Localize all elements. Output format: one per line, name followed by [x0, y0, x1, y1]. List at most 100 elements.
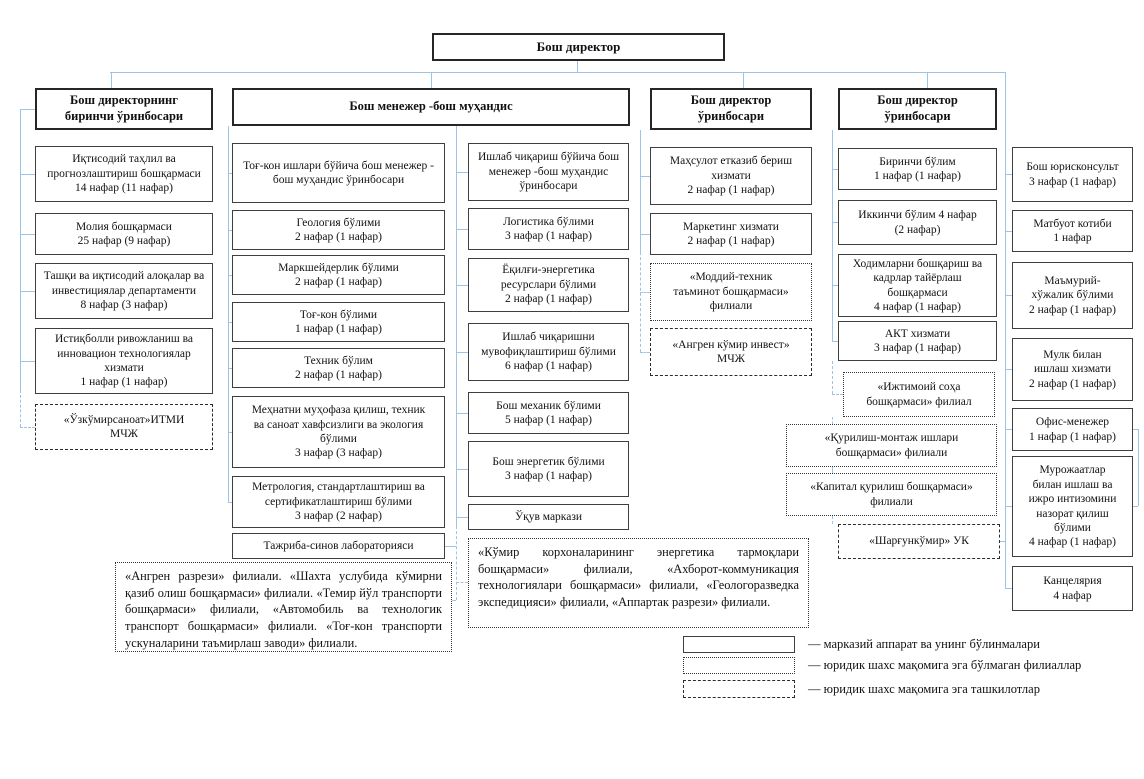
- node-logistics: Логистика бўлими 3 нафар (1 нафар): [468, 208, 629, 250]
- node-fuel-energy: Ёқилғи-энергетика ресурслари бўлими 2 на…: [468, 258, 629, 312]
- node-office-manager: Офис-менежер 1 нафар (1 нафар): [1012, 408, 1133, 451]
- connector: [20, 234, 35, 235]
- connector: [445, 546, 456, 547]
- node-mining-dept: Тоғ-кон бўлими 1 нафар (1 нафар): [232, 302, 445, 342]
- connector: [431, 72, 432, 88]
- connector: [20, 291, 35, 292]
- connector: [228, 230, 232, 231]
- legend-label-orgs: — юридик шахс мақомига эга ташкилотлар: [808, 681, 1040, 696]
- node-ict-service: АКТ хизмати 3 нафар (1 нафар): [838, 321, 997, 361]
- legend-box-branches: [683, 657, 795, 674]
- node-economic-analysis: Иқтисодий таҳлил ва прогнозлаштириш бошқ…: [35, 146, 213, 202]
- node-property-service: Мулк билан ишлаш хизмати 2 нафар (1 нафа…: [1012, 338, 1133, 401]
- connector: [228, 126, 229, 502]
- node-material-supply-branch: «Моддий-техник таъминот бошқармаси» фили…: [650, 263, 812, 321]
- legend-label-central: — марказий аппарат ва унинг бўлинмалари: [808, 637, 1040, 651]
- connector: [1005, 231, 1012, 232]
- node-test-lab: Тажриба-синов лабораторияси: [232, 533, 445, 559]
- legend-box-central: [683, 636, 795, 653]
- legend-box-orgs: [683, 680, 795, 698]
- connector: [832, 285, 838, 286]
- connector: [228, 432, 232, 433]
- node-chief-energy: Бош энергетик бўлими 3 нафар (1 нафар): [468, 441, 629, 497]
- connector: [111, 72, 112, 88]
- node-deputy-supply-header: Бош директор ўринбосари: [650, 88, 812, 130]
- connector: [640, 292, 650, 293]
- connector: [456, 413, 468, 414]
- connector: [832, 341, 838, 342]
- node-innovation-service: Истиқболли ривожланиш ва инновацион техн…: [35, 328, 213, 394]
- node-social-branch: «Ижтимоий соҳа бошқармаси» филиал: [843, 372, 995, 417]
- connector: [456, 582, 468, 583]
- node-press-secretary: Матбуот котиби 1 нафар: [1012, 210, 1133, 252]
- connector: [1005, 72, 1006, 588]
- node-geology: Геология бўлими 2 нафар (1 нафар): [232, 210, 445, 250]
- connector: [743, 72, 744, 88]
- connector: [456, 517, 468, 518]
- node-mining-deputy: Тоғ-кон ишлари бўйича бош менежер - бош …: [232, 143, 445, 203]
- connector: [1132, 429, 1138, 430]
- connector: [832, 169, 838, 170]
- node-shargunkumir: «Шарғункўмир» УК: [838, 524, 1000, 559]
- node-mining-branches: «Ангрен разрези» филиали. «Шахта услубид…: [115, 562, 452, 652]
- node-energy-branches: «Кўмир корхоналарининг энергетика тармоқ…: [468, 538, 809, 628]
- connector: [228, 368, 232, 369]
- connector: [1005, 506, 1012, 507]
- node-labor-safety: Меҳнатни муҳофаза қилиш, техник ва саноа…: [232, 396, 445, 468]
- connector: [832, 467, 833, 473]
- node-capital-construction-branch: «Капитал қурилиш бошқармаси» филиали: [786, 473, 997, 516]
- connector: [456, 285, 468, 286]
- node-finance: Молия бошқармаси 25 нафар (9 нафар): [35, 213, 213, 255]
- node-first-deputy-header: Бош директорнинг биринчи ўринбосари: [35, 88, 213, 130]
- connector: [228, 502, 232, 503]
- node-production-coordination: Ишлаб чиқаришни мувофиқлаштириш бўлими 6…: [468, 323, 629, 381]
- node-admin-household: Маъмурий- хўжалик бўлими 2 нафар (1 нафа…: [1012, 262, 1133, 329]
- connector: [832, 394, 843, 395]
- connector: [456, 172, 468, 173]
- node-hr-dept: Ходимларни бошқариш ва кадрлар тайёрлаш …: [838, 254, 997, 317]
- node-metrology: Метрология, стандартлаштириш ва сертифик…: [232, 476, 445, 528]
- connector: [1005, 369, 1012, 370]
- node-chief-mechanic: Бош механик бўлими 5 нафар (1 нафар): [468, 392, 629, 434]
- connector: [1132, 506, 1138, 507]
- node-marketing: Маркетинг хизмати 2 нафар (1 нафар): [650, 213, 812, 255]
- connector: [20, 174, 35, 175]
- connector: [228, 173, 232, 174]
- connector: [228, 322, 232, 323]
- connector: [456, 469, 468, 470]
- connector: [832, 417, 833, 424]
- node-chief-manager-header: Бош менежер -бош муҳандис: [232, 88, 630, 126]
- connector: [640, 176, 650, 177]
- connector: [577, 61, 578, 72]
- connector: [20, 361, 35, 362]
- node-production-deputy: Ишлаб чиқариш бўйича бош менежер -бош му…: [468, 143, 629, 201]
- connector: [1005, 295, 1012, 296]
- connector: [456, 126, 457, 526]
- node-chancellery: Канцелярия 4 нафар: [1012, 566, 1133, 611]
- connector: [456, 352, 468, 353]
- connector: [20, 390, 21, 427]
- node-second-dept: Иккинчи бўлим 4 нафар (2 нафар): [838, 200, 997, 245]
- connector: [110, 72, 1005, 73]
- node-product-delivery: Маҳсулот етказиб бериш хизмати 2 нафар (…: [650, 147, 812, 205]
- node-technical-dept: Техник бўлим 2 нафар (1 нафар): [232, 348, 445, 388]
- connector: [452, 600, 456, 601]
- node-general-director: Бош директор: [432, 33, 725, 61]
- node-training-center: Ўқув маркази: [468, 504, 629, 530]
- connector: [640, 252, 641, 352]
- legend-label-branches: — юридик шахс мақомига эга бўлмаган фили…: [808, 658, 1082, 672]
- node-deputy-hr-header: Бош директор ўринбосари: [838, 88, 997, 130]
- connector: [832, 130, 833, 341]
- connector: [1005, 588, 1012, 589]
- connector: [1138, 429, 1139, 506]
- connector: [640, 352, 650, 353]
- connector: [927, 72, 928, 88]
- connector: [832, 222, 838, 223]
- connector: [456, 229, 468, 230]
- node-surveying: Маркшейдерлик бўлими 2 нафар (1 нафар): [232, 255, 445, 295]
- connector: [832, 361, 833, 394]
- node-chief-legal: Бош юрисконсульт 3 нафар (1 нафар): [1012, 147, 1133, 202]
- connector: [640, 234, 650, 235]
- connector: [1005, 429, 1012, 430]
